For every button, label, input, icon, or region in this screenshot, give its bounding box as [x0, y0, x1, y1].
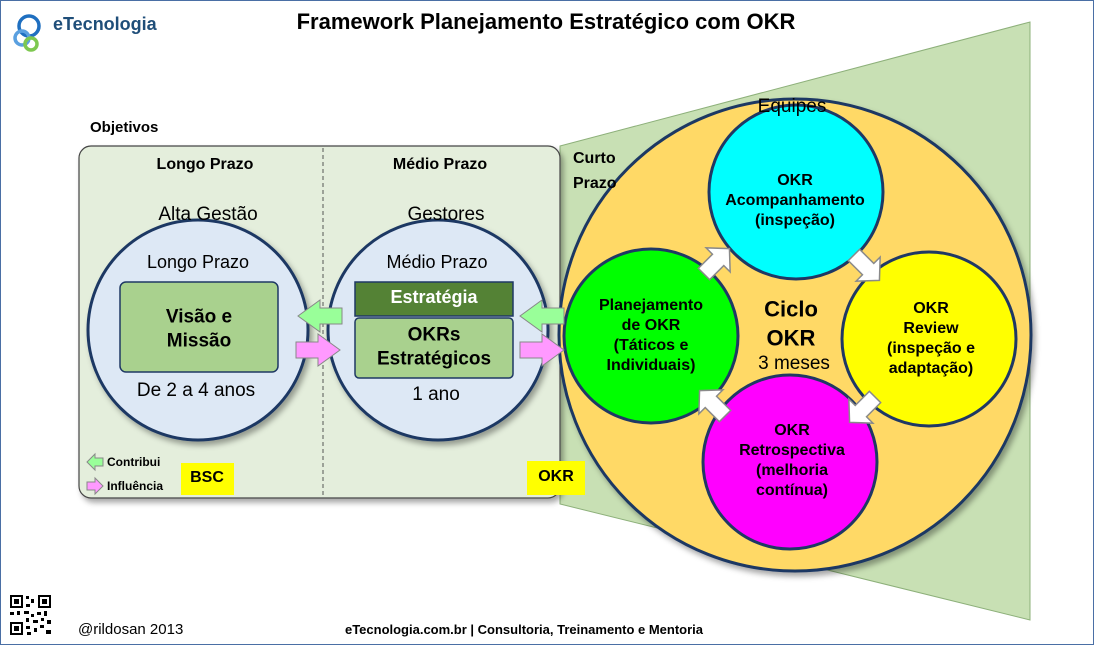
longo-duration: De 2 a 4 anos: [136, 380, 256, 401]
cycle-arrow-to-retrospectiva: [848, 390, 882, 424]
page-title: Framework Planejamento Estratégico com O…: [296, 9, 796, 34]
visao-line: Visão e: [165, 306, 233, 328]
okrs-estrategicos-box: [354, 317, 514, 379]
planejamento-line-2: de OKR: [621, 317, 681, 334]
medio-circle-title: Médio Prazo: [386, 252, 488, 272]
okrs-estrategicos-label: OKRs Estratégicos: [377, 323, 491, 371]
qr-code-icon: [9, 594, 53, 636]
node-review-circle: [840, 250, 1018, 428]
review-line-4: adaptação): [888, 360, 974, 377]
ciclo-okr-circle: [557, 97, 1033, 573]
ciclo-line: Ciclo: [764, 296, 818, 322]
retrospectiva-line-4: contínua): [755, 482, 828, 499]
legend-influencia-label: Influência: [107, 479, 164, 493]
node-acompanhamento-circle: [707, 103, 885, 281]
review-line-2: Review: [903, 320, 959, 337]
contribui-arrow-curto-to-medio: [519, 299, 565, 333]
okr-tag-label: OKR: [538, 468, 574, 485]
retrospectiva-line-2: Retrospectiva: [739, 442, 845, 459]
review-line-3: (inspeção e: [886, 340, 976, 357]
planejamento-line-1: Planejamento: [598, 297, 704, 314]
planejamento-line-4: Individuais): [606, 357, 696, 374]
acompanhamento-line-1: OKR: [777, 172, 813, 189]
influencia-arrow-medio-to-curto: [519, 333, 565, 367]
missao-line: Missão: [166, 330, 232, 351]
okr-line: OKR: [766, 325, 816, 350]
ciclo-okr-title: Ciclo OKR: [764, 295, 818, 352]
estrategia-label: Estratégia: [390, 287, 478, 307]
acompanhamento-line-3: (inspeção): [754, 212, 836, 229]
footer-site: eTecnologia.com.br | Consultoria, Treina…: [344, 622, 704, 637]
acompanhamento-line-2: Acompanhamento: [725, 192, 865, 209]
cycle-arrow-to-planejamento: [698, 389, 732, 423]
node-planejamento-circle: [562, 247, 740, 425]
bsc-tag-label: BSC: [190, 469, 224, 486]
legend-contribui-label: Contribui: [107, 455, 161, 469]
node-retrospectiva-circle: [701, 373, 879, 551]
review-line-1: OKR: [913, 300, 949, 317]
retrospectiva-line-1: OKR: [774, 422, 810, 439]
medio-duration: 1 ano: [412, 384, 460, 405]
legend-contribui-arrow: [86, 452, 104, 472]
curto-line: Curto: [573, 150, 616, 167]
retrospectiva-line-3: (melhoria: [755, 462, 829, 479]
logo-icon: [13, 14, 41, 52]
okrs-line: OKRs: [407, 324, 461, 346]
legend-influencia-arrow: [86, 476, 104, 496]
node-acompanhamento-label: OKR Acompanhamento (inspeção): [725, 171, 865, 231]
estrategia-box: [354, 281, 514, 317]
longo-audience: Alta Gestão: [158, 204, 258, 225]
influencia-arrow-longo-to-medio: [295, 333, 341, 367]
medio-audience: Gestores: [407, 204, 485, 225]
curto-prazo-label: Curto Prazo: [573, 146, 617, 196]
cycle-arrow-to-review: [847, 248, 881, 282]
okr-tag: [527, 461, 585, 495]
visao-missao-box: [119, 281, 279, 373]
estrategicos-line: Estratégicos: [376, 348, 492, 369]
objetivos-label: Objetivos: [90, 119, 159, 136]
contribui-arrow-medio-to-longo: [297, 299, 343, 333]
prazo-line: Prazo: [573, 175, 617, 192]
bsc-tag: [181, 463, 234, 495]
footer-author: @rildosan 2013: [78, 621, 184, 638]
logo-text: eTecnologia: [53, 14, 157, 34]
equipes-label: Equipes: [757, 96, 827, 117]
planejamento-line-3: (Táticos e: [613, 337, 689, 354]
node-planejamento-label: Planejamento de OKR (Táticos e Individua…: [599, 296, 703, 376]
node-retrospectiva-label: OKR Retrospectiva (melhoria contínua): [739, 421, 845, 501]
node-review-label: OKR Review (inspeção e adaptação): [887, 299, 975, 379]
cycle-arrow-to-acompanhamento: [697, 247, 731, 281]
visao-missao-label: Visão e Missão: [166, 305, 232, 353]
medio-column-label: Médio Prazo: [392, 156, 488, 173]
longo-column-label: Longo Prazo: [156, 156, 254, 173]
longo-circle-title: Longo Prazo: [146, 252, 250, 272]
ciclo-duration: 3 meses: [758, 353, 830, 374]
